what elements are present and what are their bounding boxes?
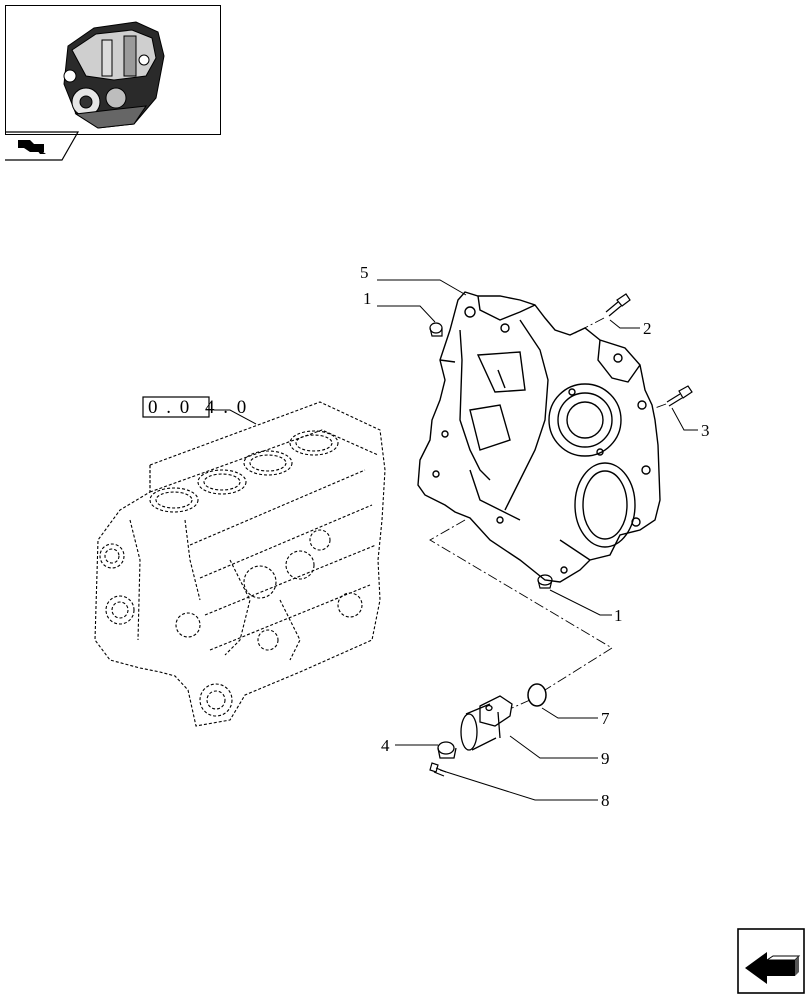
leader-lines (214, 279, 698, 801)
reference-suffix: 4 . 0 (205, 397, 248, 418)
next-page-arrow-icon (737, 928, 805, 994)
reference-box-text: 0 . 0 (148, 397, 191, 418)
bolt-3 (666, 385, 693, 407)
section-tab (5, 131, 80, 161)
engine-section-icon (18, 140, 46, 154)
screw-8 (429, 762, 447, 777)
flanged-pipe (460, 695, 513, 751)
plug-4 (437, 741, 457, 759)
callout-4: 4 (381, 736, 390, 755)
callout-9: 9 (601, 749, 610, 768)
callout-5: 5 (360, 263, 369, 282)
o-ring (527, 683, 547, 707)
plug-top (429, 322, 443, 337)
assembly-guides (429, 317, 667, 709)
callout-8: 8 (601, 791, 610, 810)
engine-block (94, 401, 386, 727)
plug-bottom (537, 574, 553, 589)
callout-2: 2 (643, 319, 652, 338)
reference-box (142, 396, 210, 418)
bolt-2 (605, 293, 631, 317)
callout-1-top: 1 (363, 289, 372, 308)
next-page-button[interactable] (737, 928, 805, 994)
callout-7: 7 (601, 709, 610, 728)
callout-3: 3 (701, 421, 710, 440)
gear-housing (417, 291, 661, 583)
callout-1-bottom: 1 (614, 606, 623, 625)
engine-thumbnail (5, 5, 221, 135)
engine-thumbnail-icon (63, 21, 165, 129)
section-reference: 0 . 0 4 . 0 (142, 396, 248, 418)
